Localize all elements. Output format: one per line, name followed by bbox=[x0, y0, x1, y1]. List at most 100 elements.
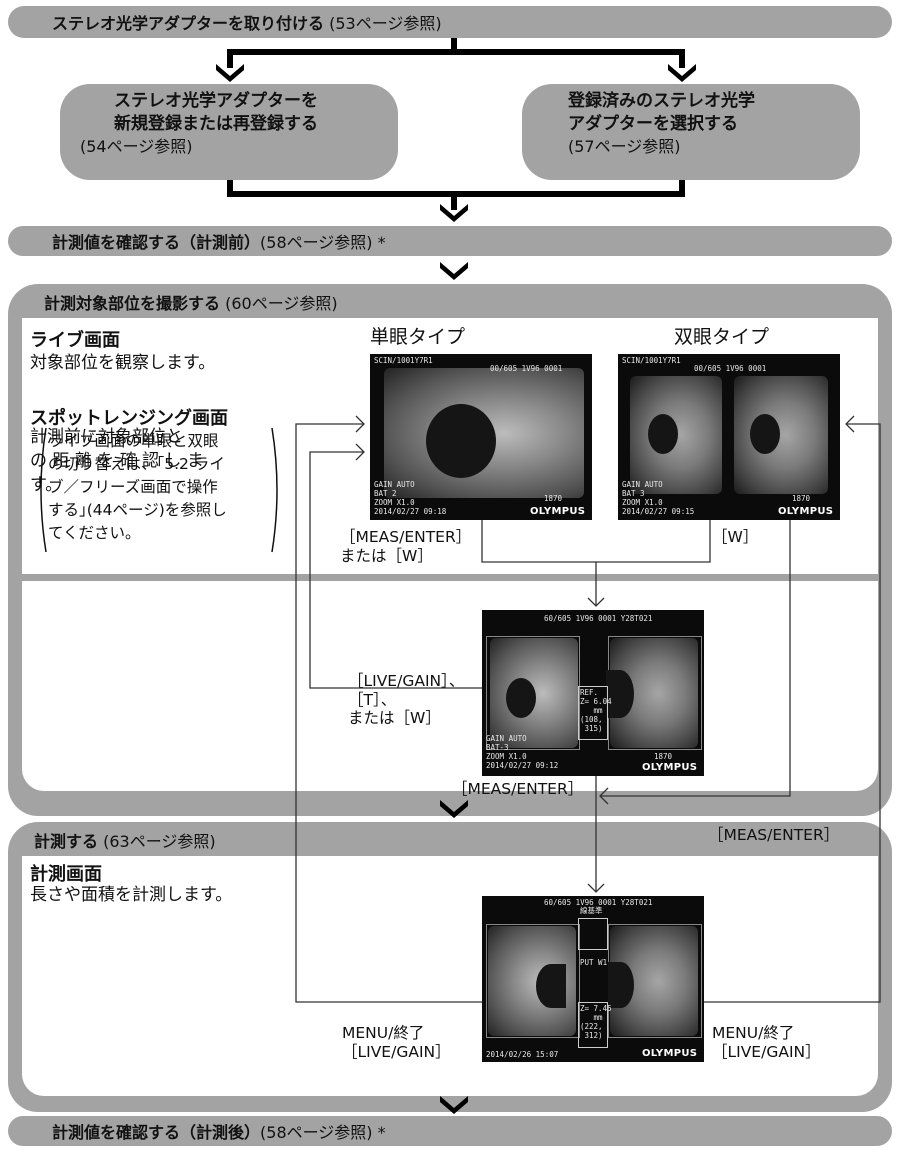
spot-desc-line: の 距 離 を 確 認 し ま bbox=[30, 450, 204, 471]
step-select-ref: (57ページ参照) bbox=[568, 136, 681, 156]
arrow-down-icon bbox=[587, 883, 605, 893]
step-select-line2: アダプターを選択する bbox=[568, 113, 738, 134]
step-attach-title: ステレオ光学アダプターを取り付ける bbox=[52, 14, 325, 33]
label-w: ［W］ bbox=[712, 528, 759, 546]
step-register-line2: 新規登録または再登録する bbox=[114, 113, 318, 134]
label-or-w: または［W］ bbox=[340, 547, 433, 566]
measure-heading: 計測画面 bbox=[30, 864, 102, 885]
spot-area bbox=[22, 581, 878, 791]
capture-section-title: 計測対象部位を撮影する (60ページ参照) bbox=[44, 290, 338, 314]
arrow-down-icon bbox=[587, 597, 605, 607]
label-meas-enter-b: ［MEAS/ENTER］ bbox=[708, 826, 840, 844]
step-check-after-bar: 計測値を確認する（計測後）(58ページ参照) * bbox=[8, 1116, 892, 1146]
spot-shadow-left bbox=[506, 678, 536, 718]
step-check-before-title: 計測値を確認する（計測前） bbox=[52, 233, 261, 252]
spot-heading: スポットレンジング画面 bbox=[30, 408, 228, 429]
mono-logo: OLYMPUS bbox=[530, 506, 586, 517]
mono-to-spot bbox=[481, 520, 597, 606]
capture-ref: (60ページ参照) bbox=[220, 294, 338, 313]
measure-to-live-left bbox=[295, 423, 482, 1003]
chevron-down-icon bbox=[440, 800, 468, 818]
merge-line bbox=[227, 180, 685, 197]
step-register-line1: ステレオ光学アダプターを bbox=[114, 91, 318, 111]
measure-shadow-left bbox=[536, 964, 566, 1008]
step-register-ref: (54ページ参照) bbox=[80, 136, 193, 156]
label-live-gain: ［LIVE/GAIN］、 bbox=[348, 672, 465, 690]
label-meas-enter: ［MEAS/ENTER］ bbox=[340, 528, 472, 546]
label-or-w-2: または［W］ bbox=[348, 709, 441, 728]
mono-top-right: 00/605 1V96 0001 bbox=[490, 364, 563, 373]
chevron-down-icon bbox=[440, 204, 468, 222]
measure-date: 2014/02/26 15:07 bbox=[486, 1050, 559, 1059]
label-menu-end: MENU/終了 bbox=[342, 1024, 425, 1042]
mono-battery: 1870 bbox=[544, 494, 563, 503]
arrowheads bbox=[355, 415, 855, 893]
capture-title: 計測対象部位を撮影する bbox=[44, 294, 221, 313]
left-paren bbox=[40, 427, 47, 553]
chevron-down-icon bbox=[216, 64, 244, 82]
measure-put: PUT W1 bbox=[580, 958, 608, 967]
label-t: ［T］、 bbox=[348, 690, 397, 709]
measure-z-box bbox=[578, 1002, 608, 1048]
measure-top: 60/605 1V96 0001 Y28T021 bbox=[544, 898, 653, 907]
bino-screen: SCIN/1001Y7R1 00/605 1V96 0001 GAIN AUTO… bbox=[618, 354, 840, 520]
live-heading: ライブ画面 bbox=[30, 330, 120, 351]
label-menu-right: MENU/終了 ［LIVE/GAIN］ bbox=[712, 1024, 821, 1063]
step-check-before-ref: (58ページ参照) * bbox=[260, 233, 386, 252]
arrow-left-icon bbox=[845, 415, 855, 433]
measure-section-title: 計測する (63ページ参照) bbox=[34, 828, 216, 852]
step-select-box: 登録済みのステレオ光学 アダプターを選択する (57ページ参照) bbox=[522, 84, 860, 180]
chevron-arrows bbox=[216, 64, 696, 1114]
spot-ref-box bbox=[578, 686, 608, 740]
measure-gauge bbox=[578, 918, 608, 950]
bino-to-spot bbox=[596, 520, 711, 563]
measure-desc: 長さや面積を計測します。 bbox=[30, 885, 233, 905]
live-note-line: する｣(44ページ)を参照し bbox=[48, 500, 227, 519]
bino-logo: OLYMPUS bbox=[778, 506, 834, 517]
bino-lens-right bbox=[734, 376, 828, 494]
measure-sub: 線基準 bbox=[580, 906, 603, 915]
label-menu-end-right: MENU/終了 bbox=[712, 1024, 795, 1042]
note-brackets bbox=[40, 427, 278, 553]
step-check-before-bar: 計測値を確認する（計測前）(58ページ参照) * bbox=[8, 226, 892, 256]
chevron-down-icon bbox=[668, 64, 696, 82]
measure-z: Z= 7.45 mm (222, 312) bbox=[580, 1004, 612, 1040]
bino-battery: 1870 bbox=[792, 494, 811, 503]
right-paren bbox=[271, 427, 278, 553]
live-note-line: ライブ画面の単眼と双眼 bbox=[48, 432, 219, 450]
measure-to-live-right bbox=[704, 423, 881, 1003]
split-line bbox=[227, 49, 685, 68]
mono-bottom: GAIN AUTO BAT 2 ZOOM X1.0 2014/02/27 09:… bbox=[374, 480, 447, 516]
live-note-line: の切り替えは、｢5.2 ライ bbox=[48, 454, 225, 473]
live-desc: 対象部位を観察します。 bbox=[30, 353, 216, 373]
spot-desc: 計測前に対象部位と の 距 離 を 確 認 し ま す。 bbox=[30, 426, 204, 497]
arrow-left-icon bbox=[599, 787, 609, 805]
live-note-line: てください。 bbox=[48, 523, 141, 542]
spot-bottom: GAIN AUTO BAT-3 ZOOM X1.0 2014/02/27 09:… bbox=[486, 734, 559, 770]
bino-top-right: 00/605 1V96 0001 bbox=[694, 364, 767, 373]
spot-shadow-right bbox=[606, 670, 634, 718]
bino-top-left: SCIN/1001Y7R1 bbox=[622, 356, 681, 365]
arrow-right-icon bbox=[355, 443, 365, 461]
label-meas-or-w: ［MEAS/ENTER］ または［W］ bbox=[340, 528, 471, 567]
live-note: ライブ画面の単眼と双眼 の切り替えは、｢5.2 ライ ブ／フリーズ画面で操作 す… bbox=[48, 430, 280, 545]
step-register-box: ステレオ光学アダプターを 新規登録または再登録する (54ページ参照) bbox=[60, 84, 398, 180]
spot-ref: REF. Z= 6.04 mm (108, 315) bbox=[580, 688, 612, 733]
label-menu-left: MENU/終了 ［LIVE/GAIN］ bbox=[342, 1024, 451, 1063]
measure-shadow-right bbox=[608, 962, 634, 1008]
step-select-line1: 登録済みのステレオ光学 bbox=[568, 91, 755, 111]
spot-to-live bbox=[309, 451, 482, 689]
label-meas-enter-a: ［MEAS/ENTER］ bbox=[452, 780, 584, 798]
live-note-line: ブ／フリーズ画面で操作 bbox=[48, 477, 218, 496]
measure-title: 計測する bbox=[34, 832, 99, 851]
step-attach-ref: (53ページ参照) bbox=[324, 14, 442, 33]
top-flow-lines bbox=[227, 38, 685, 210]
mono-shadow bbox=[426, 404, 496, 478]
measure-logo: OLYMPUS bbox=[642, 1048, 698, 1059]
spot-screen: 60/605 1V96 0001 Y28T021 REF. Z= 6.04 mm… bbox=[482, 610, 704, 776]
bino-bottom: GAIN AUTO BAT 3 ZOOM X1.0 2014/02/27 09:… bbox=[622, 480, 695, 516]
chevron-down-icon bbox=[440, 262, 468, 280]
bino-shadow-right bbox=[750, 414, 780, 454]
bino-to-measure bbox=[600, 520, 791, 797]
step-attach-bar: ステレオ光学アダプターを取り付ける (53ページ参照) bbox=[8, 6, 892, 38]
